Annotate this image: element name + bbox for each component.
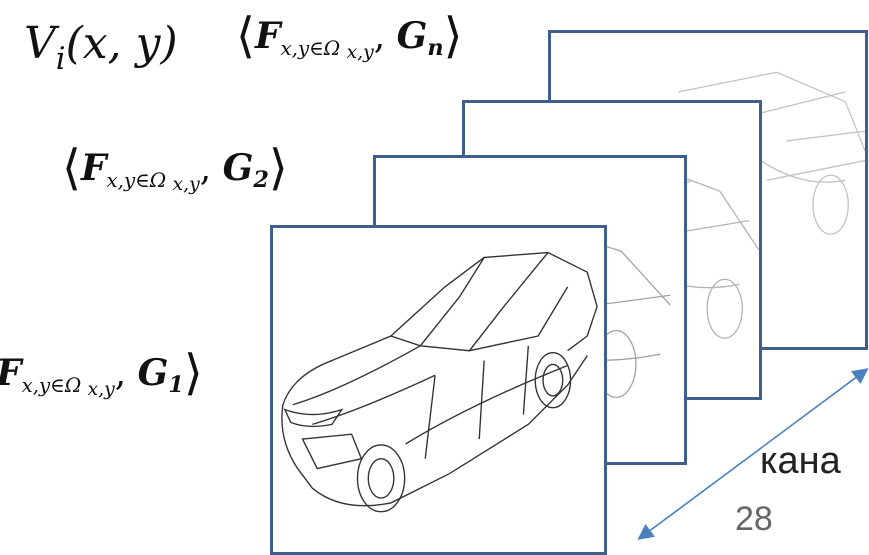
formula-g1-g: G: [137, 352, 169, 395]
feature-map-frame-1: [270, 225, 607, 555]
formula-g2-g: G: [222, 147, 254, 190]
formula-g1-f: F: [0, 352, 22, 394]
formula-gn-g: G: [396, 15, 428, 58]
formula-g-n: ⟨Fx,y∈Ω x,y, Gn⟩: [236, 8, 463, 64]
formula-g1-f-sub2: x,y: [87, 378, 115, 400]
formula-g1-g-sub: 1: [168, 371, 184, 398]
formula-gn-f-sub: x,y∈Ω: [280, 37, 341, 61]
formula-gn-g-sub: n: [427, 34, 444, 61]
formula-g2-f: F: [80, 147, 107, 190]
formula-g-2: ⟨Fx,y∈Ω x,y, G2⟩: [62, 140, 288, 196]
formula-v-subscript: i: [55, 40, 66, 77]
formula-g1-f-sub: x,y∈Ω: [21, 374, 82, 398]
formula-g2-f-sub2: x,y: [172, 173, 200, 195]
car-sketch-image-1: [281, 251, 598, 513]
formula-gn-f: F: [254, 15, 281, 58]
formula-gn-f-sub2: x,y: [346, 41, 374, 63]
formula-g2-g-sub: 2: [253, 166, 269, 193]
formula-v-symbol: V: [24, 18, 56, 69]
formula-g-1: Fx,y∈Ω x,y, G1⟩: [0, 345, 203, 401]
formula-v-i: Vi(x, y): [24, 18, 178, 77]
formula-v-args: (x, y): [65, 18, 178, 69]
formula-g2-f-sub: x,y∈Ω: [106, 169, 167, 193]
